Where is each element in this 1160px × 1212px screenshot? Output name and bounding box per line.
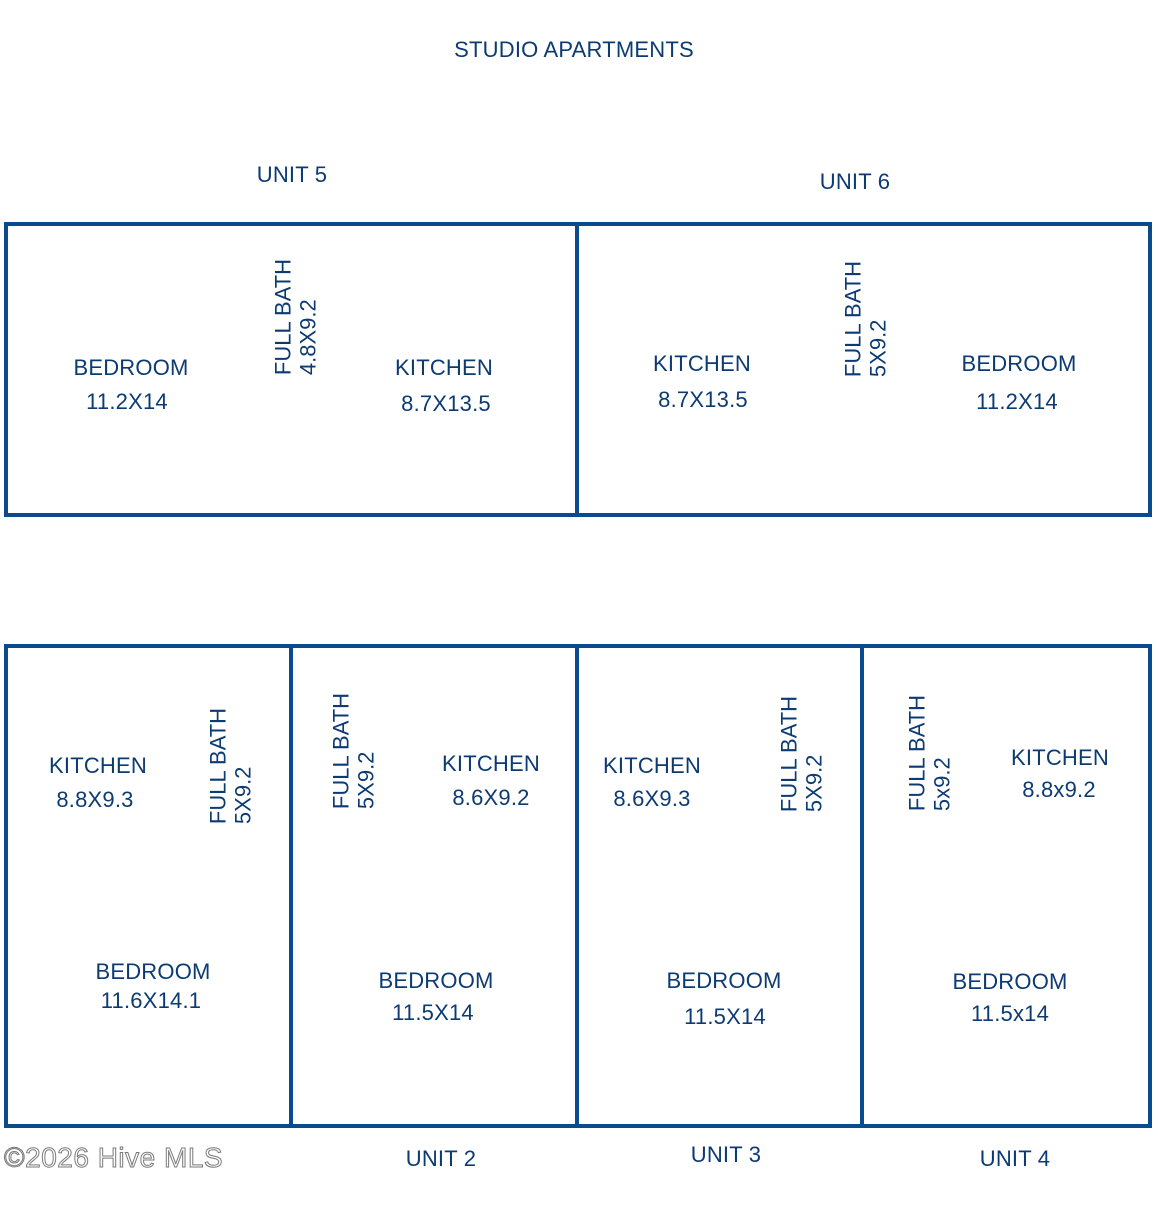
unit-3-kitchen-label: KITCHEN [603,753,701,778]
unit-2-kitchen-label: KITCHEN [442,751,540,776]
unit-2-3-divider [575,644,579,1128]
unit-5-6-divider [575,222,579,517]
unit-5-bedroom-label: BEDROOM [73,355,189,380]
unit-3-4-divider [860,644,864,1128]
unit-6-bedroom-size: 11.2X14 [976,389,1058,414]
unit-6-bedroom-label: BEDROOM [961,351,1077,376]
unit-2-label: UNIT 2 [405,1146,477,1171]
unit-6-kitchen-label: KITCHEN [653,351,751,376]
unit-1-2-divider [289,644,293,1128]
unit-5-kitchen-label: KITCHEN [395,355,493,380]
unit-1-bedroom-size: 11.6X14.1 [100,988,202,1013]
unit-4-label: UNIT 4 [979,1146,1051,1171]
unit-1-kitchen-label: KITCHEN [49,753,147,778]
unit-1-kitchen-size: 8.8X9.3 [56,787,134,812]
page-title: STUDIO APARTMENTS [454,37,694,62]
unit-6-kitchen-size: 8.7X13.5 [658,387,748,412]
unit-4-bedroom-size: 11.5x14 [970,1001,1050,1026]
unit-5-bedroom-size: 11.2X14 [86,389,168,414]
unit-3-kitchen-size: 8.6X9.3 [613,786,691,811]
unit-2-bedroom-label: BEDROOM [378,968,494,993]
unit-4-bedroom-label: BEDROOM [952,969,1068,994]
unit-3-bedroom-label: BEDROOM [666,968,782,993]
unit-3-bedroom-size: 11.5X14 [684,1004,766,1029]
unit-3-label: UNIT 3 [690,1142,762,1167]
unit-5-kitchen-size: 8.7X13.5 [401,391,491,416]
unit-4-kitchen-label: KITCHEN [1011,745,1109,770]
unit-4-kitchen-size: 8.8x9.2 [1022,777,1096,802]
unit-5-label: UNIT 5 [256,162,328,187]
copyright-watermark: ©2026 Hive MLS [3,1142,224,1173]
unit-2-bedroom-size: 11.5X14 [392,1000,474,1025]
unit-1-bedroom-label: BEDROOM [95,959,211,984]
unit-2-kitchen-size: 8.6X9.2 [452,785,530,810]
unit-6-label: UNIT 6 [819,169,891,194]
